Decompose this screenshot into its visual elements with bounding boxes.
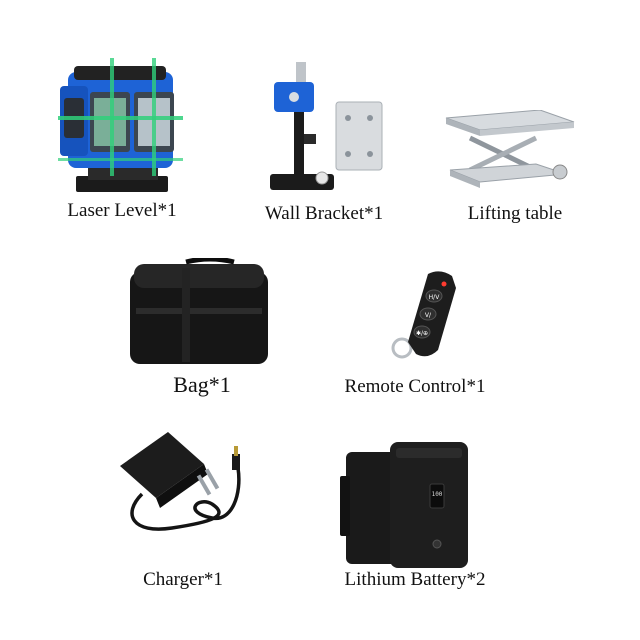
bag-icon — [130, 258, 268, 364]
svg-text:H/V: H/V — [429, 294, 441, 301]
lifting-table-label: Lifting table — [467, 203, 563, 224]
remote-control-image: H/V V/ ✱/⊕ — [388, 268, 462, 364]
svg-text:V/: V/ — [425, 312, 432, 319]
bag-label: Bag*1 — [173, 372, 231, 397]
wall-bracket-label: Wall Bracket*1 — [264, 203, 384, 224]
laser-level-image — [58, 58, 183, 198]
remote-control-icon: H/V V/ ✱/⊕ — [391, 271, 456, 359]
lifting-table-image — [440, 110, 576, 190]
battery-display: 100 — [432, 491, 443, 498]
laser-level-label: Laser Level*1 — [67, 200, 177, 221]
lithium-battery-label: Lithium Battery*2 — [344, 569, 486, 590]
lithium-battery-image: 100 — [330, 440, 480, 572]
bag-image — [126, 258, 272, 368]
remote-control-label: Remote Control*1 — [344, 376, 486, 397]
charger-image — [112, 424, 252, 548]
charger-icon — [120, 432, 241, 531]
laser-level-icon — [58, 58, 183, 192]
wall-bracket-icon — [270, 62, 383, 190]
lifting-table-icon — [445, 110, 575, 188]
svg-text:✱/⊕: ✱/⊕ — [416, 330, 428, 337]
battery-icon: 100 — [340, 442, 468, 568]
wall-bracket-image — [268, 62, 388, 194]
charger-label: Charger*1 — [143, 569, 223, 590]
